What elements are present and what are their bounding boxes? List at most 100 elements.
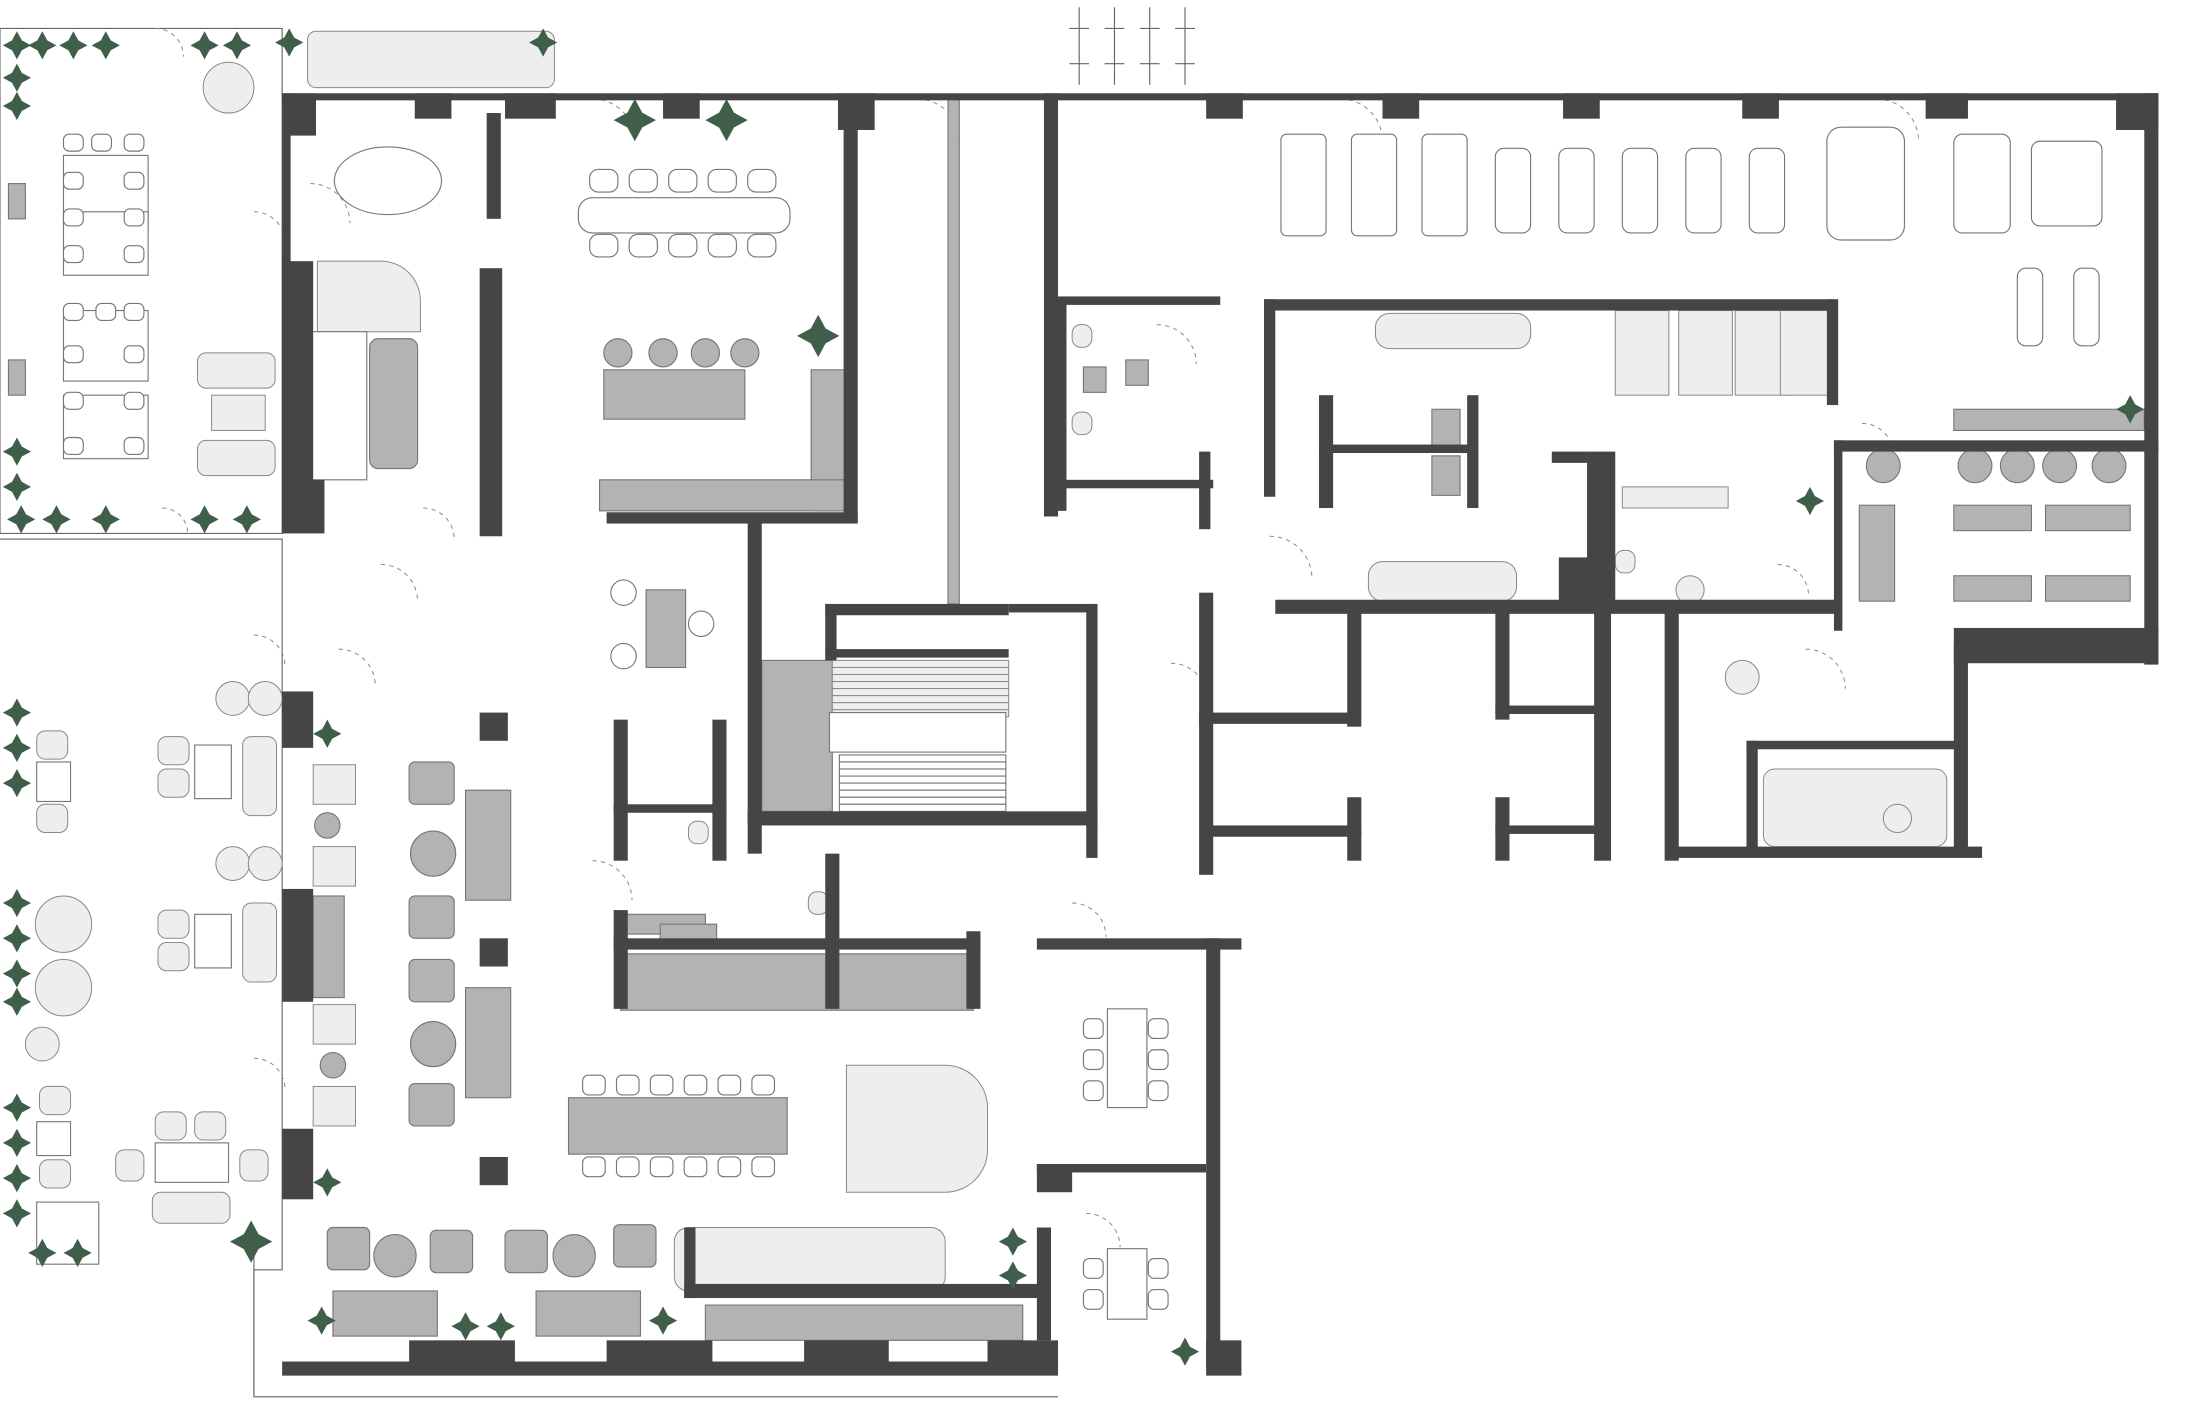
wall	[479, 938, 508, 967]
ball-pit	[316, 260, 421, 333]
plant-icon	[1795, 486, 1825, 516]
stool	[690, 338, 721, 368]
toilet	[1071, 411, 1093, 436]
stair-step	[831, 695, 1010, 704]
armchair	[154, 1111, 187, 1141]
wall	[1382, 93, 1420, 119]
stool	[648, 338, 678, 368]
chair	[1147, 1049, 1169, 1071]
sofa	[464, 987, 512, 1099]
furniture-layer	[7, 7, 2145, 1341]
chair	[62, 436, 84, 455]
floor-mat	[1858, 504, 1896, 602]
door-swing	[1086, 1212, 1121, 1248]
chair	[1082, 1080, 1104, 1102]
wall	[1036, 1227, 1051, 1341]
stair-step	[838, 761, 1007, 770]
plant-icon	[190, 505, 219, 534]
round-lounge	[215, 846, 251, 881]
exercise-machine	[1494, 147, 1532, 234]
wall	[1833, 440, 1843, 631]
plant-icon	[2, 924, 32, 953]
plant-icon	[2, 472, 32, 501]
wall	[1495, 705, 1602, 714]
stair-step	[838, 789, 1007, 798]
door-swing	[1156, 324, 1197, 365]
weight-machine	[2030, 140, 2103, 227]
chair	[717, 1156, 742, 1178]
chair	[687, 610, 715, 637]
chair	[62, 133, 84, 152]
medicine-ball	[2091, 448, 2127, 484]
plant-icon	[529, 28, 558, 57]
stair-step	[831, 688, 1010, 697]
door-swing	[380, 563, 419, 602]
plant-icon	[2, 733, 32, 762]
stair-step	[831, 702, 1010, 711]
wall	[1206, 938, 1221, 1369]
armchair	[39, 1085, 72, 1116]
toilet	[1071, 324, 1093, 348]
medicine-ball	[2042, 448, 2078, 484]
conference-table	[1106, 1008, 1148, 1109]
wall	[1347, 606, 1362, 727]
bathtub	[1762, 768, 1948, 848]
treadmill	[1421, 133, 1468, 237]
chair	[123, 391, 145, 410]
plant-icon	[2, 63, 32, 92]
outdoor-sofa	[211, 394, 266, 431]
floor-mat	[1953, 504, 2032, 532]
door-swing	[162, 507, 189, 534]
bench	[1374, 312, 1532, 350]
stair-step	[838, 768, 1007, 777]
wall	[987, 1340, 1059, 1369]
door-swing	[1805, 648, 1846, 689]
round-table	[552, 1233, 596, 1278]
wall	[843, 113, 858, 523]
bench	[1367, 561, 1518, 602]
chair	[751, 1156, 776, 1178]
plant-icon	[28, 31, 57, 60]
wall	[1206, 825, 1362, 837]
wall	[966, 931, 981, 1009]
massage-bed	[1678, 310, 1733, 396]
stair-flight	[761, 659, 833, 812]
wall	[505, 93, 556, 119]
exercise-machine	[1685, 147, 1722, 234]
medicine-ball	[1865, 448, 1901, 484]
lounge-chair	[408, 1083, 455, 1127]
chair	[649, 1156, 674, 1178]
chair	[62, 302, 84, 321]
armchair	[312, 1004, 356, 1045]
chair	[1082, 1018, 1104, 1040]
armchair	[157, 736, 190, 766]
round-lounge	[247, 846, 283, 881]
chair	[747, 233, 777, 258]
plant-icon	[648, 1306, 678, 1335]
wall	[606, 1340, 713, 1369]
wall	[825, 603, 1009, 616]
plant-icon	[28, 1238, 57, 1267]
plant-icon	[2, 91, 32, 121]
chair	[589, 168, 619, 193]
vanity-counter	[1621, 486, 1729, 509]
wall	[1036, 1164, 1207, 1173]
wall	[1206, 93, 1243, 119]
stair-step	[838, 803, 1007, 812]
wall	[282, 261, 314, 487]
wall	[825, 853, 840, 1009]
wall	[282, 1128, 314, 1200]
round-lounge	[34, 958, 93, 1017]
medicine-ball	[1999, 448, 2035, 484]
exercise-machine	[1621, 147, 1659, 234]
chair	[91, 133, 113, 152]
plant-icon	[91, 505, 120, 534]
wall	[1036, 938, 1242, 950]
wall	[1058, 299, 1067, 511]
wall	[1953, 627, 2159, 664]
round-lounge	[24, 1026, 60, 1062]
wall	[1467, 395, 1479, 509]
floor-mat	[2044, 575, 2131, 602]
wall	[1008, 603, 1094, 613]
stool	[730, 338, 760, 368]
